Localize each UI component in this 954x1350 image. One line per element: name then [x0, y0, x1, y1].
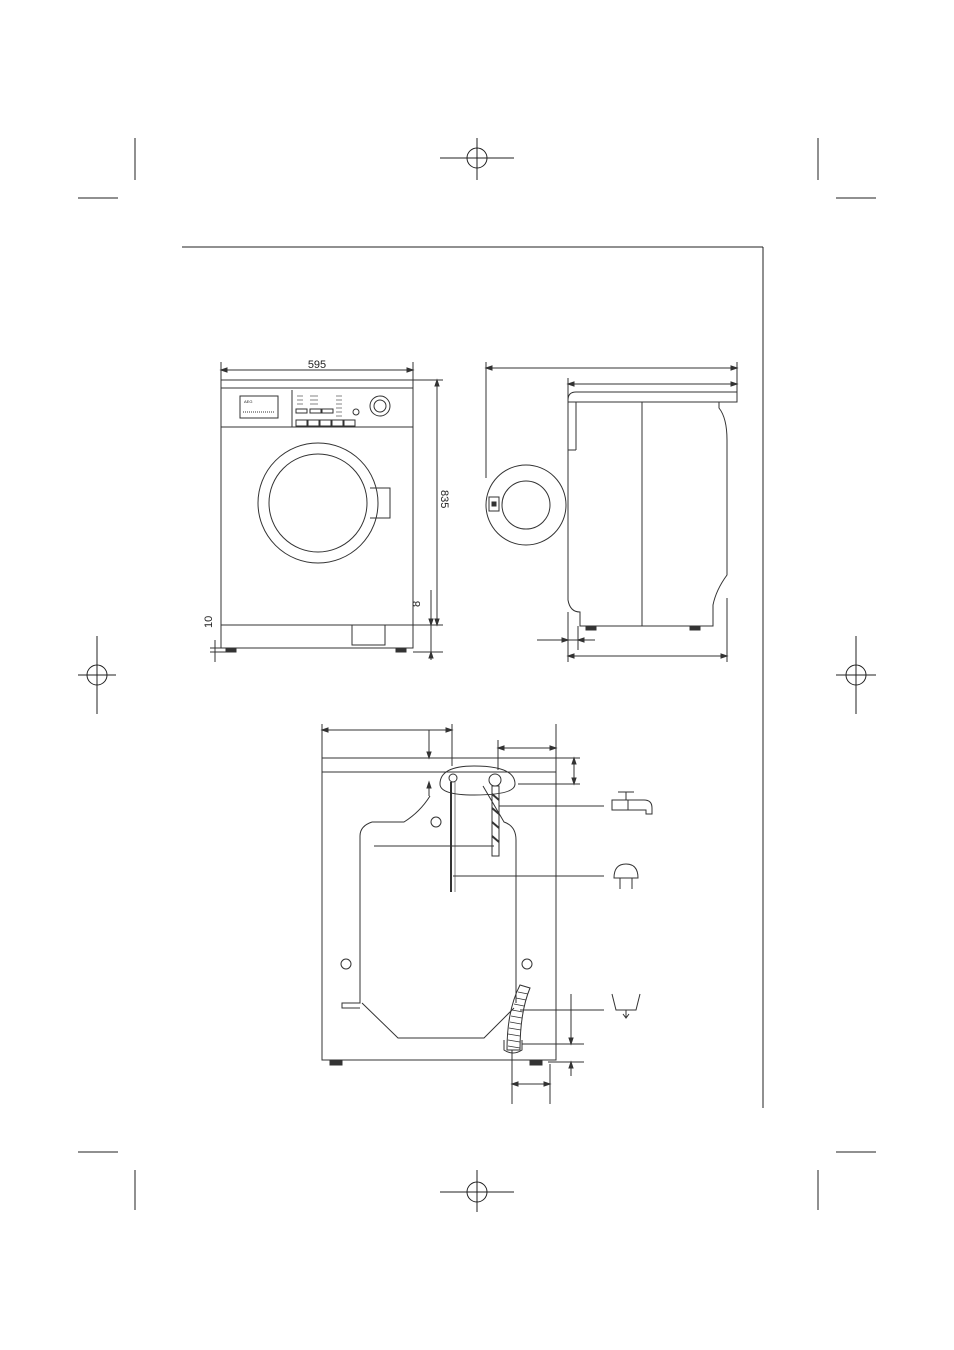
door-handle: [370, 488, 390, 518]
rear-panel-contour-bottom: [362, 1003, 514, 1038]
program-buttons: [296, 409, 355, 426]
side-body-outline: [568, 392, 737, 626]
rear-body: [322, 772, 556, 1060]
foot-right: [396, 648, 406, 652]
rear-foot-right: [530, 1060, 542, 1065]
rear-foot-left: [330, 1060, 342, 1065]
rear-panel-contour-left: [342, 822, 372, 1008]
page-frame: [182, 247, 763, 1108]
inlet-hose-connector: [489, 774, 501, 786]
plinth-dimension-label: 8: [411, 601, 423, 607]
foot-dimension-label: 10: [203, 616, 215, 628]
program-selector-knob: [370, 396, 390, 416]
water-tap-icon: [612, 792, 652, 814]
door-outer-ring: [258, 443, 378, 563]
top-lid: [221, 380, 413, 388]
registration-mark-left: [78, 636, 116, 714]
drain-icon: [612, 994, 640, 1018]
indicator-light: [353, 409, 359, 415]
rear-top-lid: [322, 758, 556, 772]
front-dimensions: [210, 362, 443, 662]
registration-mark-bottom: [440, 1170, 514, 1212]
side-view: [486, 392, 737, 630]
transit-bolt-right: [522, 959, 532, 969]
side-foot-rear: [690, 626, 700, 630]
registration-mark-top: [440, 138, 514, 180]
side-foot-front: [586, 626, 596, 630]
door-glass: [269, 454, 367, 552]
rear-panel-contour-top-left: [372, 796, 430, 822]
callout-leaders: [374, 806, 604, 1010]
side-door-inner: [502, 481, 550, 529]
registration-mark-right: [836, 636, 876, 714]
rear-dimensions: [322, 724, 584, 1104]
height-dimension-label: 835: [438, 490, 450, 508]
width-dimension-label: 595: [308, 359, 326, 371]
side-door-outer: [486, 465, 566, 545]
transit-bolt-left: [341, 959, 351, 969]
side-dimensions: [486, 362, 737, 662]
electric-plug-icon: [614, 864, 638, 889]
power-cable-entry: [449, 774, 457, 782]
front-view: AEG: [221, 380, 413, 652]
service-flap: [352, 625, 385, 645]
crop-marks: [78, 138, 876, 1210]
foot-left: [226, 648, 236, 652]
brand-logo: AEG: [244, 399, 252, 404]
rear-view: [322, 758, 556, 1065]
transit-bolt-top: [431, 817, 441, 827]
